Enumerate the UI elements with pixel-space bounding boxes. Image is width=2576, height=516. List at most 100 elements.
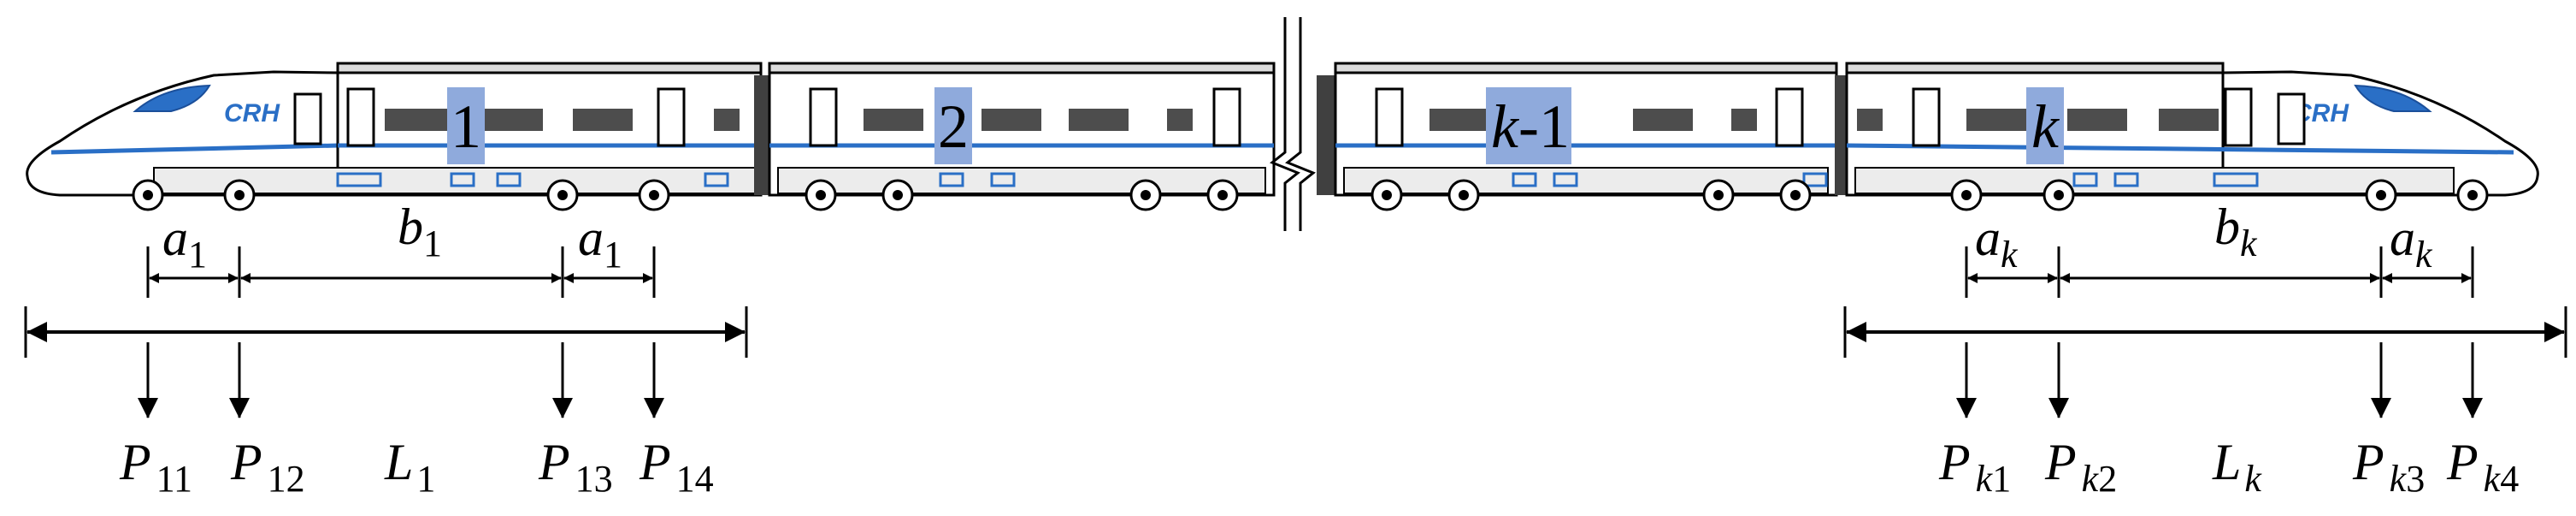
car-1-door — [346, 87, 375, 147]
wheel-hub — [1217, 190, 1228, 200]
coupler — [1835, 75, 1847, 195]
car-k-minus-1-number: k-1 — [1491, 92, 1570, 161]
car-k-stripe — [1846, 143, 2514, 155]
car-k-minus-1-vent — [1512, 172, 1537, 187]
wheel-hub — [234, 190, 245, 200]
car-k-number: k — [2031, 92, 2060, 161]
car-2-skirt — [777, 167, 1266, 194]
wheel-hub — [1141, 190, 1151, 200]
car-2-window — [1069, 109, 1129, 131]
car-2-window — [981, 109, 1041, 131]
left-dimension-lines — [24, 246, 748, 418]
car-k-minus-1-door — [1775, 87, 1804, 147]
car-1-vent — [450, 172, 475, 187]
wheelsets — [132, 179, 2489, 211]
wheel-hub — [557, 190, 568, 200]
car-2-door — [809, 87, 838, 147]
lead-car-left-windshield — [133, 84, 211, 112]
label-ak-right: ak — [2390, 210, 2433, 276]
car-2-window — [1167, 109, 1193, 131]
right-dimension-lines — [1843, 246, 2567, 418]
wheel-hub — [2376, 190, 2386, 200]
label-ak-left: ak — [1975, 210, 2019, 276]
car-k-minus-1-door — [1375, 87, 1404, 147]
car-k-windshield — [2354, 84, 2432, 112]
wheel-hub — [1459, 190, 1469, 200]
wheel-hub — [1790, 190, 1801, 200]
car-1-vent — [336, 172, 382, 187]
car-k-window — [2159, 109, 2219, 131]
car-1-window — [385, 109, 453, 131]
car-k: CRH k — [1845, 62, 2539, 197]
car-k-minus-1-skirt — [1343, 167, 1829, 194]
label-Lk: Lk — [2212, 434, 2262, 500]
car-1-door — [657, 87, 686, 147]
coupler — [754, 75, 769, 195]
coupler — [1317, 75, 1335, 195]
car-2-number-highlight — [934, 87, 972, 164]
car-k-number-highlight — [2026, 87, 2064, 164]
car-k-minus-1-roof — [1334, 62, 1838, 74]
car-k-minus-1-window — [1731, 109, 1757, 131]
car-k-vent — [2072, 172, 2098, 187]
car-2-roof — [768, 62, 1276, 74]
car-2-window — [864, 109, 923, 131]
car-k-vent — [2113, 172, 2139, 187]
lead-car-left-stripe — [50, 143, 339, 155]
car-1: 1 — [153, 71, 763, 197]
car-k-minus-1-vent — [1553, 172, 1578, 187]
label-bk: bk — [2214, 199, 2258, 264]
lead-car-left-roof — [336, 62, 763, 73]
car-2-vent — [939, 172, 964, 187]
car-1-vent — [496, 172, 522, 187]
car-k-door — [2277, 92, 2306, 145]
car-k-vent — [2213, 172, 2259, 187]
car-1-number-highlight — [447, 87, 485, 164]
car-2-number: 2 — [938, 92, 969, 161]
wheel-hub — [1961, 190, 1972, 200]
label-a1-left: a1 — [162, 210, 207, 276]
car-k-minus-1-window — [1633, 109, 1693, 131]
wheel-hub — [649, 190, 659, 200]
car-1-door — [293, 92, 322, 145]
car-k-minus-1-vent — [1802, 172, 1828, 187]
wheel-hub — [143, 190, 153, 200]
car-1-window — [573, 109, 633, 131]
break-symbol — [1270, 17, 1316, 231]
car-1-window — [483, 109, 543, 131]
lead-car-left-body — [26, 70, 339, 197]
wheel-hub — [1382, 190, 1392, 200]
car-k-minus-1-window — [1429, 109, 1489, 131]
label-L1: L1 — [384, 434, 435, 500]
car-k-window — [1966, 109, 2026, 131]
wheel-hub — [816, 190, 826, 200]
car-k-minus-1: k-1 — [1334, 62, 1838, 197]
car-1-window — [714, 109, 740, 131]
label-a1-right: a1 — [578, 210, 622, 276]
car-2-door — [1212, 87, 1241, 147]
car-1-number: 1 — [451, 92, 481, 161]
car-k-skirt — [1854, 167, 2455, 194]
wheel-hub — [2467, 190, 2478, 200]
wheel-hub — [893, 190, 903, 200]
car-1-vent — [704, 172, 729, 187]
car-2-vent — [990, 172, 1016, 187]
label-b1: b1 — [398, 199, 442, 264]
wheel-hub — [2054, 190, 2064, 200]
lead-car-left: CRH — [26, 62, 763, 197]
lead-car-left-brand: CRH — [224, 99, 280, 128]
car-k-roof — [1845, 62, 2225, 74]
car-k-door — [1912, 87, 1941, 147]
